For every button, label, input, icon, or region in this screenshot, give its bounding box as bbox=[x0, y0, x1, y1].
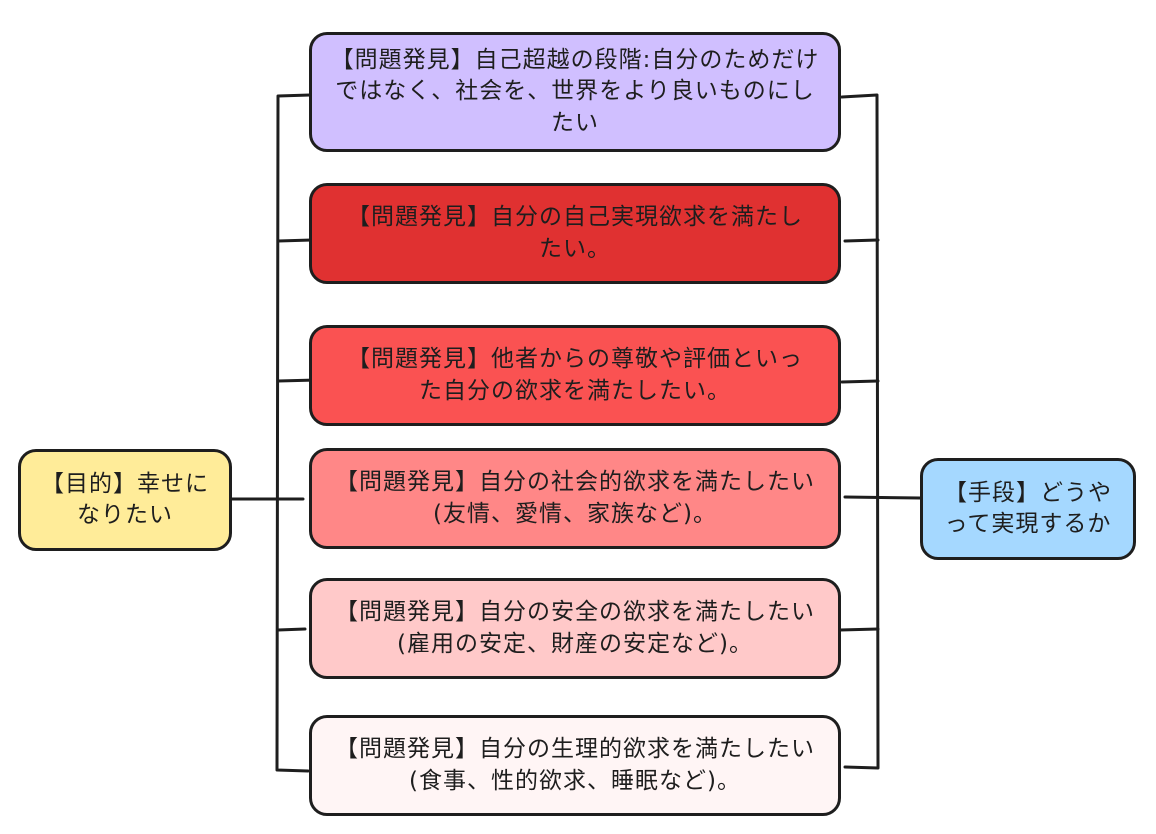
right-branch-line bbox=[843, 238, 880, 243]
problem-node-self-actualization: 【問題発見】自分の自己実現欲求を満たしたい。 bbox=[309, 183, 841, 284]
problem-node-social: 【問題発見】自分の社会的欲求を満たしたい(友情、愛情、家族など)。 bbox=[309, 448, 841, 549]
means-connector-line bbox=[843, 495, 922, 500]
goal-node-text: 【目的】幸せになりたい bbox=[41, 470, 209, 528]
left-bracket-line bbox=[275, 93, 312, 773]
goal-node: 【目的】幸せになりたい bbox=[18, 449, 232, 551]
problem-node-text: 【問題発見】自己超越の段階:自分のためだけではなく、社会を、世界をより良いものに… bbox=[330, 47, 820, 136]
problem-node-text: 【問題発見】自分の自己実現欲求を満たしたい。 bbox=[347, 204, 803, 262]
right-branch-line bbox=[838, 627, 880, 632]
problem-node-text: 【問題発見】自分の安全の欲求を満たしたい(雇用の安定、財産の安定など)。 bbox=[335, 599, 815, 657]
left-branch-line bbox=[276, 627, 307, 632]
problem-node-safety: 【問題発見】自分の安全の欲求を満たしたい(雇用の安定、財産の安定など)。 bbox=[309, 578, 841, 679]
problem-node-text: 【問題発見】他者からの尊敬や評価といった自分の欲求を満たしたい。 bbox=[347, 346, 803, 404]
means-node-text: 【手段】どうやって実現するか bbox=[944, 479, 1112, 537]
means-node: 【手段】どうやって実現するか bbox=[920, 458, 1136, 560]
right-bracket-line bbox=[840, 93, 880, 770]
problem-node-physiological: 【問題発見】自分の生理的欲求を満たしたい(食事、性的欲求、睡眠など)。 bbox=[309, 715, 841, 816]
problem-node-text: 【問題発見】自分の社会的欲求を満たしたい(友情、愛情、家族など)。 bbox=[335, 469, 815, 527]
problem-node-esteem: 【問題発見】他者からの尊敬や評価といった自分の欲求を満たしたい。 bbox=[309, 325, 841, 426]
problem-node-self-transcendence: 【問題発見】自己超越の段階:自分のためだけではなく、社会を、世界をより良いものに… bbox=[309, 32, 841, 152]
problem-node-text: 【問題発見】自分の生理的欲求を満たしたい(食事、性的欲求、睡眠など)。 bbox=[335, 736, 815, 794]
left-branch-line bbox=[276, 238, 314, 243]
right-branch-line bbox=[840, 379, 880, 384]
